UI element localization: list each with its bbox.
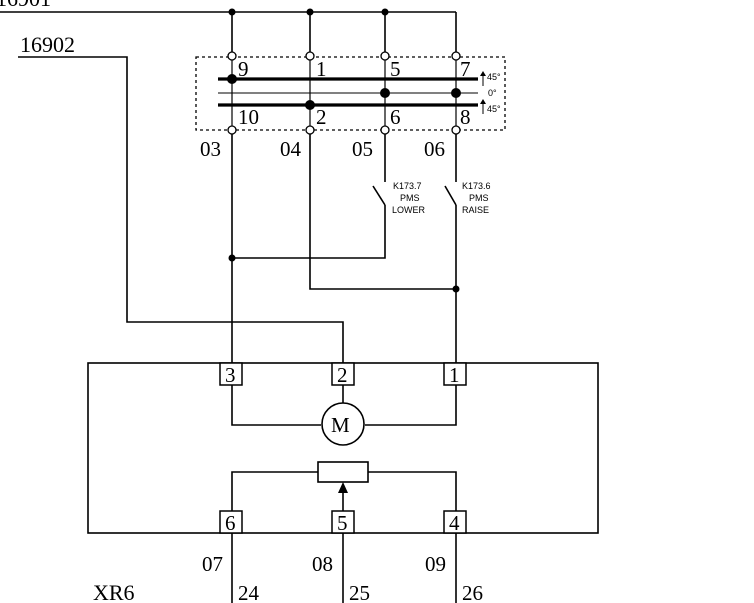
relay-raise-id: K173.6 bbox=[462, 181, 491, 191]
connector-name: XR6 bbox=[93, 580, 135, 603]
switch-position-label: 8 bbox=[460, 105, 471, 129]
relay-raise-line1: PMS bbox=[469, 193, 489, 203]
signal-16901-label: 16901 bbox=[0, 0, 51, 11]
relay-lower-line2: LOWER bbox=[392, 205, 426, 215]
contact-dot bbox=[451, 88, 461, 98]
terminal-label: 3 bbox=[225, 363, 236, 387]
angle-label: 45° bbox=[487, 104, 501, 114]
terminal-circle bbox=[451, 51, 461, 61]
switch-position-label: 6 bbox=[390, 105, 401, 129]
switch-position-label: 7 bbox=[460, 57, 471, 81]
motor-label: M bbox=[331, 413, 350, 437]
terminal-box bbox=[443, 510, 467, 534]
relay-lower-contact bbox=[372, 185, 386, 206]
terminal-circle bbox=[380, 125, 390, 135]
potentiometer bbox=[317, 461, 369, 483]
contact-dot bbox=[305, 100, 315, 110]
connector-wire-number: 07 bbox=[202, 552, 223, 576]
connector-wire-number: 08 bbox=[312, 552, 333, 576]
terminal-label: 2 bbox=[337, 363, 348, 387]
switch-position-label: 9 bbox=[238, 57, 249, 81]
relay-raise-line2: RAISE bbox=[462, 205, 489, 215]
motor-circle bbox=[321, 402, 365, 446]
output-wire-number: 05 bbox=[352, 137, 373, 161]
terminal-circle bbox=[451, 125, 461, 135]
contact-dot bbox=[227, 74, 237, 84]
terminal-box bbox=[219, 362, 243, 386]
angle-arrowhead bbox=[480, 71, 486, 76]
wire-05-return bbox=[232, 205, 386, 259]
motor-wire-1 bbox=[365, 385, 457, 426]
pot-wire-4 bbox=[368, 471, 457, 511]
wire-04 bbox=[309, 134, 456, 290]
switch-position-label: 1 bbox=[316, 57, 327, 81]
terminal-box bbox=[443, 362, 467, 386]
terminal-box bbox=[219, 510, 243, 534]
terminal-circle bbox=[227, 51, 237, 61]
output-wire-number: 06 bbox=[424, 137, 445, 161]
pot-wiper-arrow bbox=[338, 482, 348, 493]
terminal-label: 5 bbox=[337, 511, 348, 535]
selector-switch-box bbox=[195, 56, 506, 131]
terminal-circle bbox=[380, 51, 390, 61]
signal-16902-label: 16902 bbox=[20, 32, 75, 57]
terminal-circle bbox=[305, 125, 315, 135]
connector-pin-label: 25 bbox=[349, 581, 370, 603]
contact-dot bbox=[380, 88, 390, 98]
connector-pin-label: 26 bbox=[462, 581, 483, 603]
relay-raise-contact bbox=[444, 185, 457, 206]
terminal-circle bbox=[305, 51, 315, 61]
switch-position-label: 10 bbox=[238, 105, 259, 129]
angle-arrowhead bbox=[480, 99, 486, 104]
terminal-label: 1 bbox=[449, 363, 460, 387]
angle-label: 45° bbox=[487, 72, 501, 82]
switch-position-label: 2 bbox=[316, 105, 327, 129]
junction-dot bbox=[228, 254, 236, 262]
relay-lower-line1: PMS bbox=[400, 193, 420, 203]
terminal-label: 6 bbox=[225, 511, 236, 535]
connector-wire-number: 09 bbox=[425, 552, 446, 576]
junction-dot bbox=[452, 285, 460, 293]
motor-wire-3 bbox=[231, 385, 321, 426]
terminal-circle bbox=[227, 125, 237, 135]
output-wire-number: 04 bbox=[280, 137, 302, 161]
connector-pin-label: 24 bbox=[238, 581, 260, 603]
pot-wire-6 bbox=[231, 471, 318, 511]
terminal-label: 4 bbox=[449, 511, 460, 535]
relay-lower-id: K173.7 bbox=[393, 181, 422, 191]
signal-16902-wire bbox=[18, 56, 344, 367]
angle-label: 0° bbox=[488, 88, 497, 98]
output-wire-number: 03 bbox=[200, 137, 221, 161]
switch-position-label: 5 bbox=[390, 57, 401, 81]
